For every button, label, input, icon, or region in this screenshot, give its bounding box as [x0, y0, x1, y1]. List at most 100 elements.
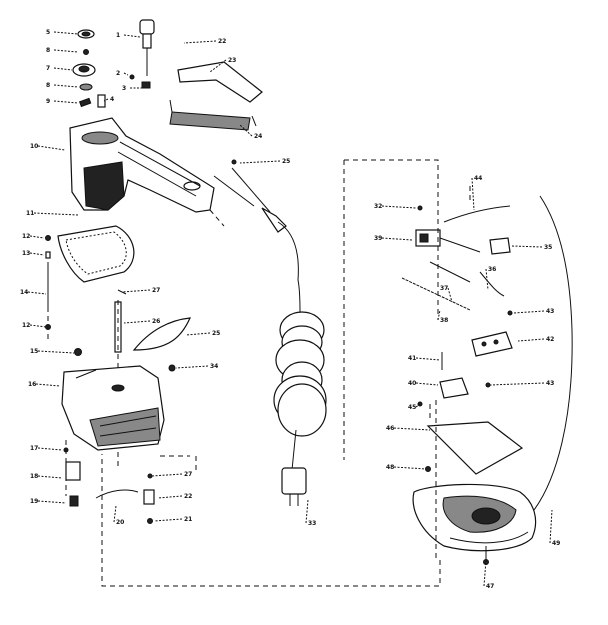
- callout-22b: 22: [184, 493, 192, 500]
- callout-18: 18: [30, 473, 38, 480]
- leader-line-45: [415, 403, 421, 408]
- callout-27a: 27: [152, 287, 160, 294]
- callout-43b: 43: [546, 380, 554, 387]
- callout-26: 26: [152, 318, 160, 325]
- callout-7: 7: [46, 65, 50, 72]
- callout-36: 36: [488, 266, 496, 273]
- insulator-plate-part: [425, 421, 524, 475]
- callout-27b: 27: [184, 471, 192, 478]
- leader-line-26: [123, 320, 151, 324]
- callout-5: 5: [46, 29, 50, 36]
- callout-4: 4: [110, 96, 114, 103]
- leader-line-37: [447, 287, 453, 303]
- callout-12a: 12: [22, 233, 30, 240]
- leader-line-22a: [183, 40, 217, 44]
- callout-48: 48: [386, 464, 394, 471]
- callout-1: 1: [116, 32, 120, 39]
- soleplate-right-part: [412, 195, 573, 565]
- callout-33: 33: [308, 520, 316, 527]
- callout-35: 35: [544, 244, 552, 251]
- leader-line-22b: [157, 495, 183, 499]
- leader-line-33: [305, 499, 309, 524]
- callout-43a: 43: [546, 308, 554, 315]
- callout-42: 42: [546, 336, 554, 343]
- callout-20: 20: [116, 519, 124, 526]
- callout-47: 47: [486, 583, 494, 590]
- leader-line-40: [415, 382, 439, 386]
- lower-small-parts: [63, 447, 155, 524]
- callout-38: 38: [440, 317, 448, 324]
- callout-12b: 12: [22, 322, 30, 329]
- leader-line-8b: [53, 84, 79, 88]
- callout-19: 19: [30, 498, 38, 505]
- leader-line-38: [437, 309, 441, 321]
- callout-37: 37: [440, 285, 448, 292]
- leader-line-1: [123, 34, 141, 38]
- leader-line-7: [53, 67, 73, 71]
- leader-line-11: [33, 212, 79, 216]
- leader-line-2: [123, 72, 129, 76]
- leader-line-42: [517, 338, 545, 342]
- screw-rod-part: [45, 235, 82, 356]
- leader-line-44: [471, 177, 475, 211]
- callout-16: 16: [28, 381, 36, 388]
- leader-line-13: [29, 252, 45, 256]
- callout-41: 41: [408, 355, 416, 362]
- callout-8a: 8: [46, 47, 50, 54]
- callout-24: 24: [254, 133, 262, 140]
- handle-plate-part: [169, 61, 263, 131]
- leader-line-20: [113, 505, 117, 523]
- leader-line-12a: [29, 235, 45, 239]
- leader-line-16: [35, 383, 61, 387]
- rod-and-shield-parts: [114, 289, 191, 372]
- callout-15: 15: [30, 348, 38, 355]
- leader-line-18: [37, 475, 63, 479]
- gasket-part: [57, 225, 135, 283]
- leader-line-21: [153, 518, 183, 522]
- leader-line-9: [53, 100, 79, 104]
- leader-line-24: [239, 124, 253, 137]
- callout-11: 11: [26, 210, 34, 217]
- callout-45: 45: [408, 404, 416, 411]
- handle-housing-part: [69, 117, 215, 213]
- callout-46: 46: [386, 425, 394, 432]
- leader-line-41: [415, 357, 441, 361]
- leader-line-4: [103, 98, 109, 102]
- leader-line-27a: [121, 289, 151, 293]
- leader-line-48: [393, 466, 427, 470]
- callout-10: 10: [30, 143, 38, 150]
- leader-line-25b: [185, 332, 211, 336]
- callout-32: 32: [374, 203, 382, 210]
- callout-2: 2: [116, 70, 120, 77]
- leader-line-27b: [151, 473, 183, 477]
- callout-14: 14: [20, 289, 28, 296]
- leader-line-47: [483, 559, 487, 587]
- callout-3: 3: [122, 85, 126, 92]
- leader-line-25a: [239, 160, 281, 164]
- callout-25a: 25: [282, 158, 290, 165]
- callout-44: 44: [474, 175, 482, 182]
- leader-line-12b: [29, 324, 47, 328]
- cord-set-part: [213, 159, 327, 506]
- callout-34: 34: [210, 363, 218, 370]
- leader-line-8a: [53, 49, 79, 53]
- leader-line-43a: [513, 310, 545, 314]
- bracket-parts: [417, 310, 513, 407]
- leader-line-15: [37, 350, 75, 354]
- callout-21: 21: [184, 516, 192, 523]
- leader-line-5: [53, 31, 79, 35]
- leader-line-36: [485, 268, 489, 291]
- callout-25b: 25: [212, 330, 220, 337]
- callout-39: 39: [374, 235, 382, 242]
- callout-23: 23: [228, 57, 236, 64]
- leader-line-49: [549, 509, 553, 544]
- callout-labels: 5878912341022232425111213141215272625341…: [20, 29, 560, 590]
- soleplate-left-part: [61, 365, 165, 451]
- callout-9: 9: [46, 98, 50, 105]
- leader-line-19: [37, 500, 67, 504]
- callout-49: 49: [552, 540, 560, 547]
- leader-line-10: [37, 145, 66, 151]
- switch-knob-part: [129, 19, 155, 89]
- heating-element-part: [401, 261, 505, 311]
- thermostat-part: [415, 205, 511, 255]
